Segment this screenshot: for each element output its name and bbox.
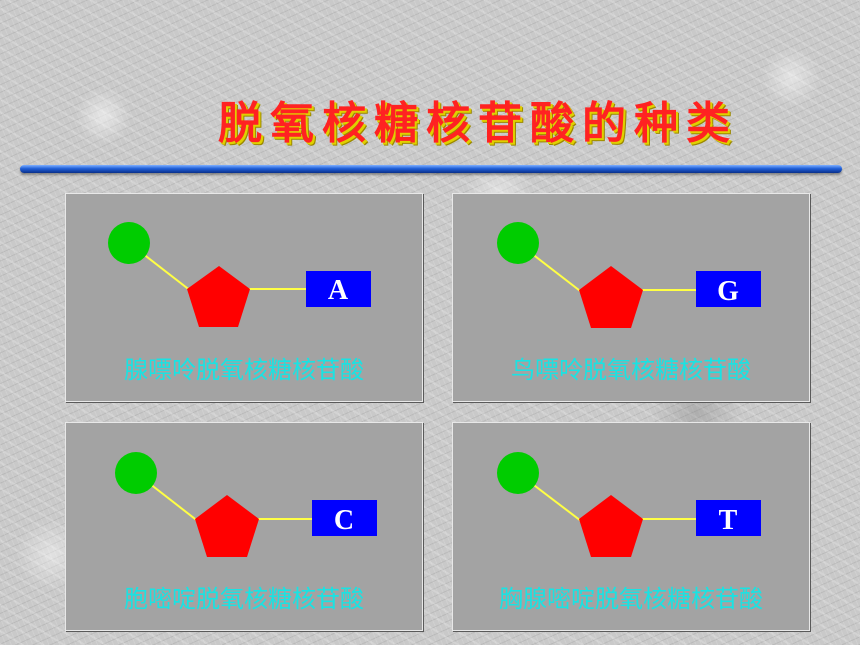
base-box xyxy=(696,500,761,536)
slide-title: 脱氧核糖核苷酸的种类 xyxy=(218,98,738,149)
nucleotide-caption: 胸腺嘧啶脱氧核糖核苷酸 xyxy=(499,585,763,613)
nucleotide-diagram: T xyxy=(497,452,761,557)
nucleotide-panel-adenine: A 腺嘌呤脱氧核糖核苷酸 xyxy=(65,193,423,402)
title-underline xyxy=(20,165,842,173)
deoxyribose-sugar xyxy=(187,266,250,327)
base-box xyxy=(306,271,371,307)
nucleotide-caption: 腺嘌呤脱氧核糖核苷酸 xyxy=(124,356,364,384)
base-label: A xyxy=(328,275,349,306)
phosphate-group xyxy=(108,222,150,264)
phosphate-group xyxy=(497,222,539,264)
base-box xyxy=(312,500,377,536)
deoxyribose-sugar xyxy=(579,266,643,328)
base-label: G xyxy=(717,276,739,307)
base-label: C xyxy=(334,505,354,536)
base-label: T xyxy=(719,505,738,536)
nucleotide-panel-thymine: T 胸腺嘧啶脱氧核糖核苷酸 xyxy=(452,422,810,631)
deoxyribose-sugar xyxy=(579,495,643,557)
nucleotide-caption: 胞嘧啶脱氧核糖核苷酸 xyxy=(124,585,364,613)
nucleotide-diagram: C xyxy=(115,452,377,557)
phosphate-group xyxy=(115,452,157,494)
nucleotide-panel-cytosine: C 胞嘧啶脱氧核糖核苷酸 xyxy=(65,422,423,631)
nucleotide-panel-guanine: G 鸟嘌呤脱氧核糖核苷酸 xyxy=(452,193,810,402)
phosphate-group xyxy=(497,452,539,494)
deoxyribose-sugar xyxy=(195,495,259,557)
base-box xyxy=(696,271,761,307)
nucleotide-diagram: A xyxy=(108,222,371,327)
nucleotide-diagram: G xyxy=(497,222,761,328)
nucleotide-caption: 鸟嘌呤脱氧核糖核苷酸 xyxy=(511,356,751,384)
